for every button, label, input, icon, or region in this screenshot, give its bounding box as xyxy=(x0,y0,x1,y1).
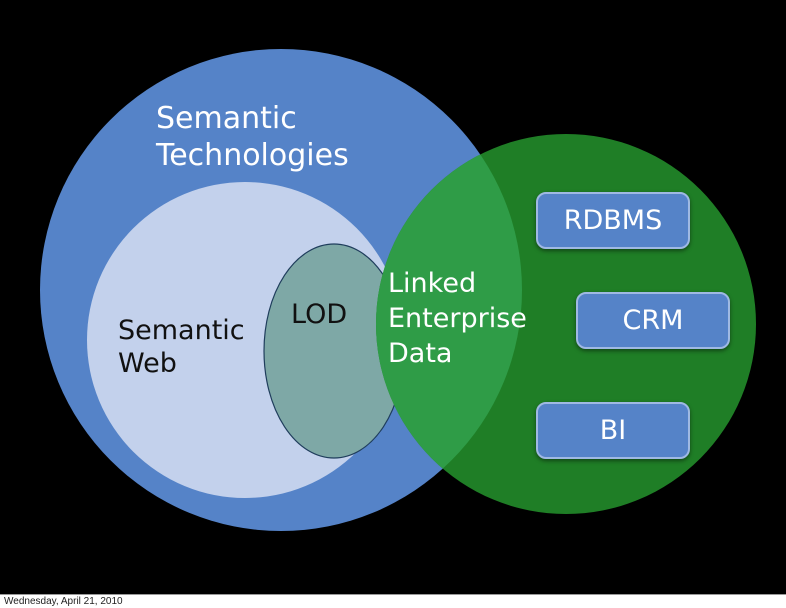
footer-date: Wednesday, April 21, 2010 xyxy=(4,596,123,607)
footer-bar: Wednesday, April 21, 2010 xyxy=(0,594,786,608)
semantic-web-line-1: Semantic xyxy=(118,315,245,346)
enterprise-line: Enterprise xyxy=(388,303,527,335)
linked-enterprise-data-label: Linked Enterprise Data xyxy=(388,266,527,371)
venn-diagram: Semantic Technologies Semantic Web LOD L… xyxy=(40,49,756,531)
lod-label: LOD xyxy=(291,299,348,330)
semantic-technologies-line-2: Technologies xyxy=(156,137,349,173)
venn-svg xyxy=(40,49,756,531)
rdbms-box: RDBMS xyxy=(536,192,690,249)
semantic-technologies-line-1: Semantic xyxy=(156,101,297,136)
semantic-technologies-label: Semantic Technologies xyxy=(156,101,349,174)
overlap-region xyxy=(376,134,522,514)
crm-box: CRM xyxy=(576,292,730,349)
semantic-web-line-2: Web xyxy=(118,347,177,379)
semantic-web-label: Semantic Web xyxy=(118,315,245,381)
linked-line: Linked xyxy=(388,268,477,299)
bi-box: BI xyxy=(536,402,690,459)
data-line: Data xyxy=(388,338,453,370)
